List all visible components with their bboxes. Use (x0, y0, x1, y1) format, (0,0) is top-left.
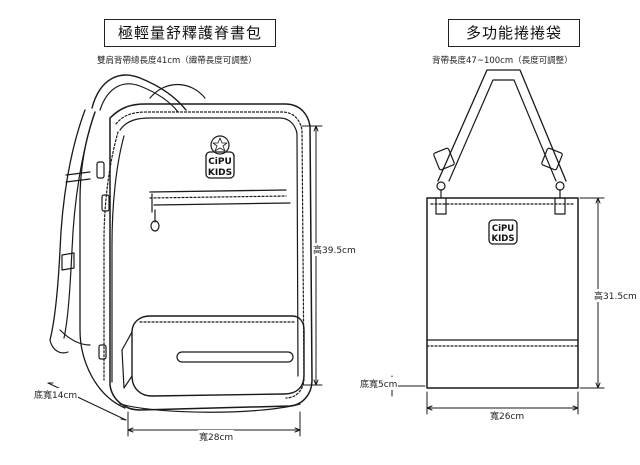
backpack-height-label: 高39.5cm (312, 243, 357, 256)
tote-strap-note: 背帶長度47~100cm（長度可調整） (432, 56, 573, 66)
tote-depth-label: 底寬5cm (359, 377, 399, 390)
tote-drawing (426, 69, 579, 389)
backpack-title: 極輕量舒釋護脊書包 (104, 19, 276, 47)
tote-logo-line1: CiPU (492, 224, 514, 234)
backpack-logo-line1: CiPU (208, 157, 232, 167)
tote-width-label: 寬26cm (489, 409, 526, 422)
tote-height-label: 高31.5cm (593, 289, 638, 302)
tote-logo-line2: KIDS (492, 234, 515, 244)
backpack-width-label: 寬28cm (198, 430, 235, 443)
backpack-drawing (49, 74, 313, 413)
backpack-logo-line2: KIDS (208, 168, 232, 178)
backpack-depth-label: 底寬14cm (33, 388, 79, 401)
tote-title: 多功能捲捲袋 (448, 19, 580, 47)
backpack-strap-note: 雙肩背帶總長度41cm（織帶長度可調整） (97, 56, 257, 66)
